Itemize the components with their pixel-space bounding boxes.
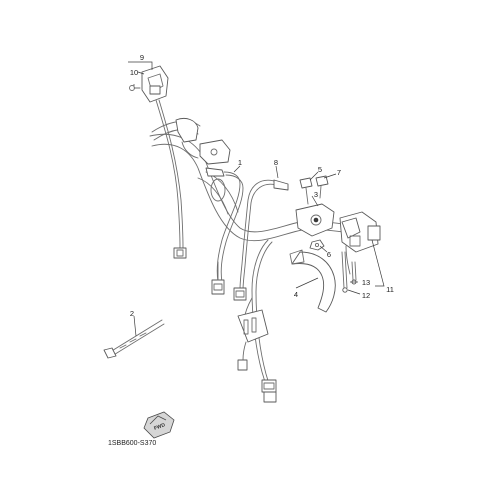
switch-screw — [129, 85, 141, 91]
lever-pivot-bolt — [315, 175, 329, 199]
drawing-code: 1SBB600-S370 — [108, 440, 156, 447]
callout-2: 2 — [130, 309, 134, 318]
front-brake-lever — [289, 249, 336, 313]
callout-5: 5 — [318, 165, 322, 174]
fwd-direction-arrow: FWD — [143, 411, 175, 439]
callout-numbers: 9 10 1 8 5 7 3 6 4 13 11 12 2 — [130, 53, 394, 318]
lever-nut — [309, 239, 325, 251]
right-handlebar-switch — [339, 211, 381, 275]
callout-9: 9 — [140, 53, 144, 62]
callout-8: 8 — [274, 158, 278, 167]
callout-6: 6 — [327, 250, 331, 259]
callout-11: 11 — [386, 285, 394, 294]
clutch-lever-assembly — [151, 117, 231, 165]
callout-10: 10 — [130, 68, 138, 77]
switch-screws — [341, 251, 357, 293]
cable-tie — [103, 319, 165, 359]
callout-leaders — [128, 61, 385, 337]
callout-4: 4 — [294, 290, 298, 299]
callout-1: 1 — [238, 158, 242, 167]
left-handlebar-switch — [141, 65, 169, 103]
wire-harness — [237, 239, 277, 403]
callout-12: 12 — [362, 291, 370, 300]
lever-holder — [295, 203, 335, 237]
callout-7: 7 — [337, 168, 341, 177]
holder-bolt — [299, 177, 313, 205]
callout-13: 13 — [362, 278, 370, 287]
fwd-label: FWD — [153, 422, 166, 432]
throttle-cable — [205, 167, 244, 295]
left-switch-harness — [155, 99, 187, 259]
clutch-cable — [233, 179, 289, 301]
callout-3: 3 — [314, 190, 318, 199]
